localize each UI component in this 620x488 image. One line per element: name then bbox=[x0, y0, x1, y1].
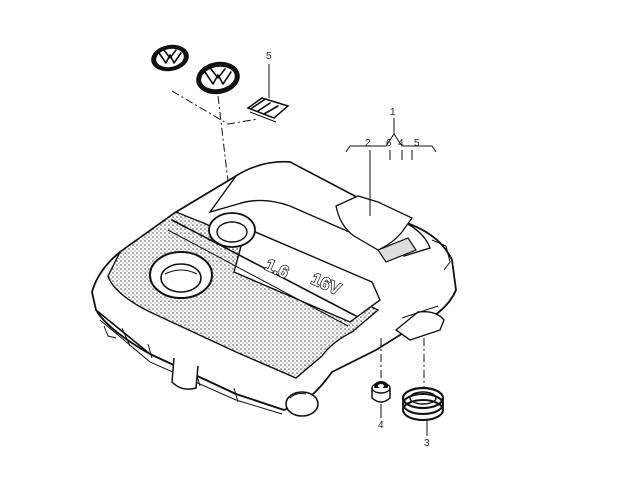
callout-sub-5: 5 bbox=[414, 138, 420, 149]
vw-emblem-large bbox=[196, 61, 240, 95]
filler-opening-large bbox=[149, 251, 213, 299]
brand-badge bbox=[246, 97, 290, 123]
engine-cover bbox=[91, 160, 457, 417]
callout-sub-4: 4 bbox=[398, 138, 404, 149]
callout-item-3: 3 bbox=[424, 438, 430, 449]
rubber-grommet bbox=[371, 381, 391, 403]
sealing-ring bbox=[401, 386, 445, 421]
callout-sub-6: 6 bbox=[386, 138, 392, 149]
callout-item-4: 4 bbox=[378, 420, 384, 431]
vw-emblem-small bbox=[151, 44, 189, 72]
filler-opening-small bbox=[208, 212, 256, 248]
callout-sub-2: 2 bbox=[365, 138, 371, 149]
callout-bracket bbox=[345, 133, 437, 153]
emblem-guide-line bbox=[171, 90, 259, 125]
callout-item-1: 1 bbox=[390, 107, 396, 118]
callout-item-5-top: 5 bbox=[266, 51, 272, 62]
